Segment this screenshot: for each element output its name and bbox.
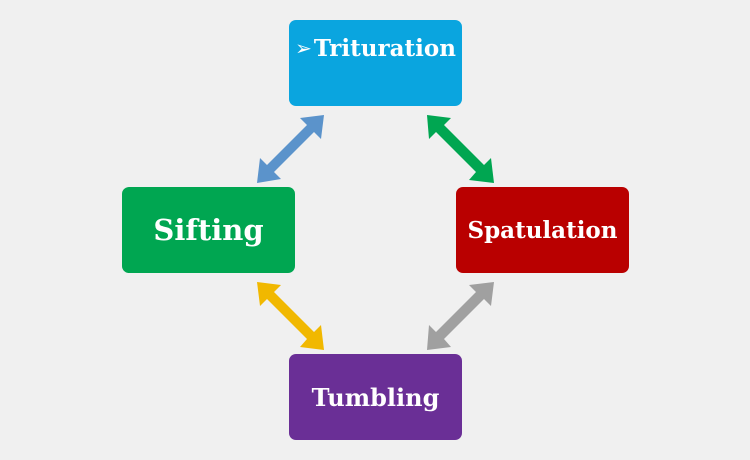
node-sifting: Sifting — [122, 187, 295, 273]
node-spatulation: Spatulation — [456, 187, 629, 273]
arrow-trituration-sifting — [257, 115, 324, 183]
arrow-sifting-tumbling — [257, 282, 324, 350]
node-tumbling-label: Tumbling — [311, 382, 440, 412]
node-sifting-label: Sifting — [153, 213, 264, 247]
node-spatulation-label: Spatulation — [467, 216, 618, 244]
arrow-trituration-spatulation — [427, 115, 494, 183]
node-tumbling: Tumbling — [289, 354, 462, 440]
arrow-bullet-icon: ➢ — [295, 36, 312, 60]
node-trituration-label: Trituration — [313, 35, 456, 62]
node-trituration: ➢ Trituration — [289, 20, 462, 106]
arrow-spatulation-tumbling — [427, 282, 494, 350]
